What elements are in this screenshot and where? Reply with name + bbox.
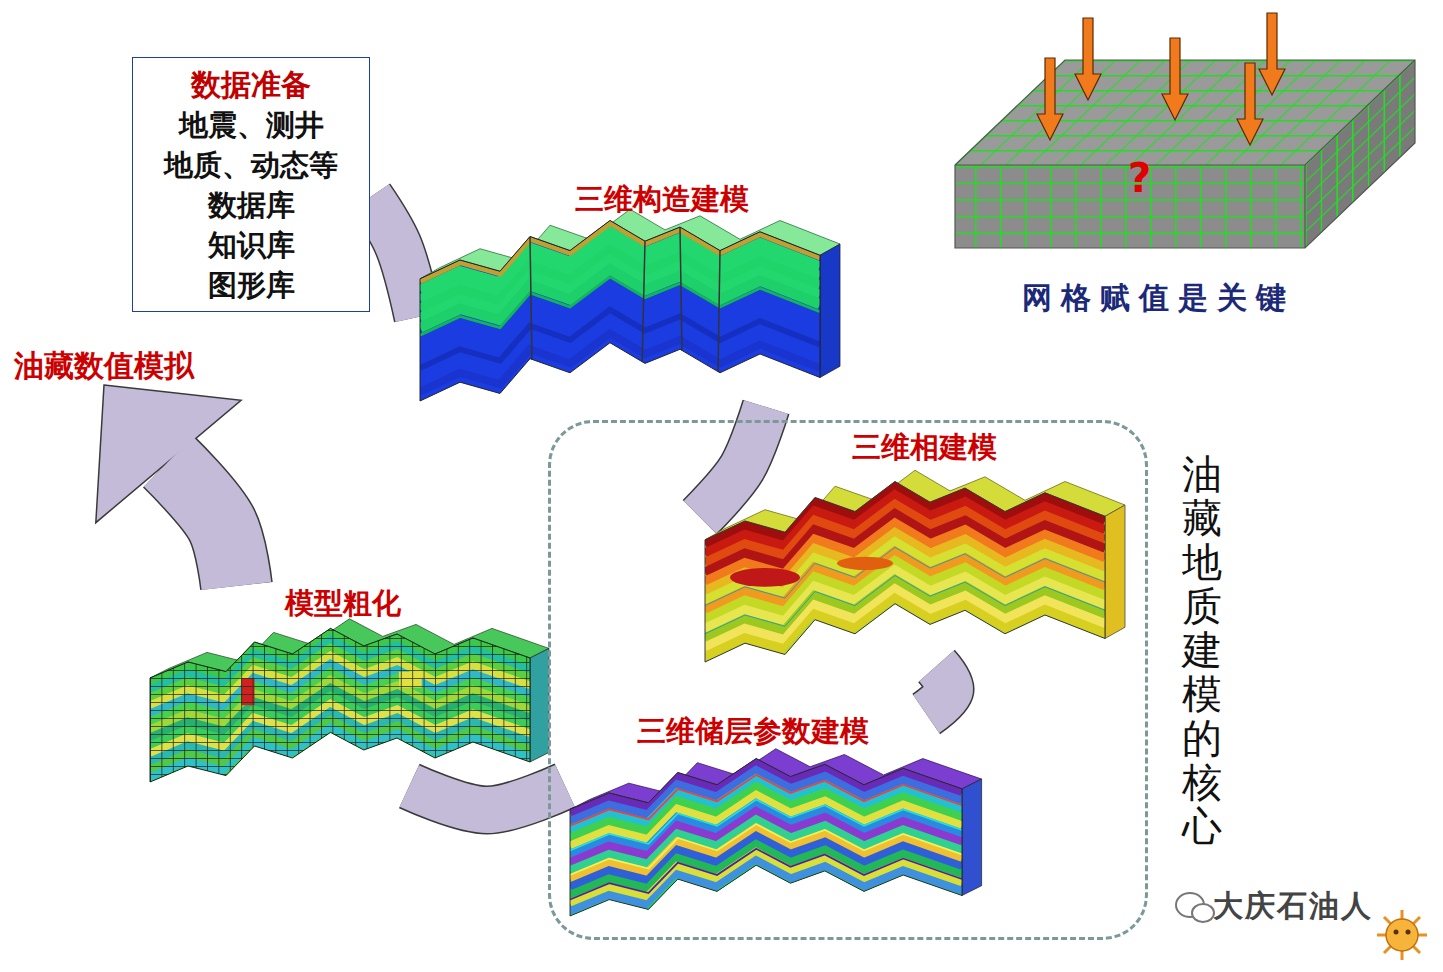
art-use [962,779,982,895]
art-rect [420,204,840,411]
flow-band [700,407,766,517]
simulation-stage: 油藏数值模拟 [14,346,194,385]
band-outline [700,407,766,517]
art-g [150,614,549,790]
label-slot: 网格赋值是关键 [1022,280,1295,316]
art-use [1075,18,1101,100]
art-use [1105,505,1125,638]
band-fill [926,666,950,714]
box-item: 地质、动态等 [164,145,338,185]
art-use [420,333,820,391]
art-use [705,482,1105,662]
art-rect [150,614,549,790]
facies-stage: 三维相建模 [700,430,1130,666]
data-prep-box: 数据准备地震、测井地质、动态等数据库知识库图形库 [132,57,370,312]
grid-caption: 网格赋值是关键 [1022,280,1295,316]
art-rect [1305,60,1415,248]
flow-band [409,786,565,810]
box-item: 数据库 [208,185,295,225]
box-item: 地震、测井 [179,105,324,145]
art-use [1162,38,1188,120]
art-rect [1305,60,1415,248]
art-use [820,244,840,377]
art-ellipse [1192,904,1214,922]
art-circle [1386,919,1418,951]
art-use [570,800,962,851]
flow-band [96,385,241,586]
structure-stage: 三维构造建模 [418,182,853,407]
stage-label: 油藏数值模拟 [14,346,194,385]
vertical-heading: 油藏地质建模的核心 [1182,452,1222,848]
flow-band [926,666,950,714]
art-use [150,628,530,782]
structure-model [420,204,840,411]
art-g [570,744,982,924]
band-fill [168,461,236,586]
art-use [570,849,962,900]
band-outline [409,786,565,810]
art-rect [150,614,549,790]
art-circle [1394,930,1399,935]
art-circle [1406,930,1411,935]
watermark: 大庆石油人 [1213,888,1373,924]
box-item: 图形库 [208,265,295,305]
art-ellipse [730,568,800,587]
property-stage: 三维储层参数建模 [565,714,985,919]
art-use [570,759,962,916]
art-path [530,227,720,373]
art-path [1377,910,1427,960]
question-mark: ? [1128,154,1151,202]
art-use [1237,63,1263,145]
art-use [530,648,549,762]
art-use [420,277,820,335]
art-use [1037,58,1063,140]
band-fill [370,197,418,317]
art-rect [570,744,982,924]
label-slot: 大庆石油人 [1213,888,1373,924]
art-g [1305,60,1415,248]
box-heading: 数据准备 [191,65,311,105]
facies-model [705,465,1125,672]
art-use [705,547,1105,605]
band-outline [370,197,418,317]
band-outline [168,461,236,586]
dashed-region-border [548,420,1148,940]
flow-band [370,197,418,317]
box-item: 知识库 [208,225,295,265]
upscaled-model [150,614,549,790]
label-slot: ? [1128,154,1151,202]
art-use [705,608,1105,666]
art-use [570,775,962,826]
stage-label: 模型粗化 [285,586,401,621]
property-model [570,744,982,924]
stage-label: 三维构造建模 [575,182,749,217]
band-outline [926,666,950,714]
art-rect [705,465,1125,672]
grid-block [955,13,1415,248]
art-ellipse [837,557,893,570]
art-use [1259,13,1285,95]
art-use [570,869,962,920]
art-use [570,824,962,875]
upscaling-stage: 模型粗化 [148,586,550,786]
band-fill [700,407,766,517]
band-fill [409,786,565,810]
core-region: 油藏地质建模的核心 三维相建模三维储层参数建模 [548,420,1248,940]
art-path [955,60,1415,248]
art-use [420,221,820,401]
art-g [705,465,1125,672]
stage-label: 三维相建模 [852,430,997,465]
art-g [420,204,840,411]
stage-label: 三维储层参数建模 [637,714,869,749]
